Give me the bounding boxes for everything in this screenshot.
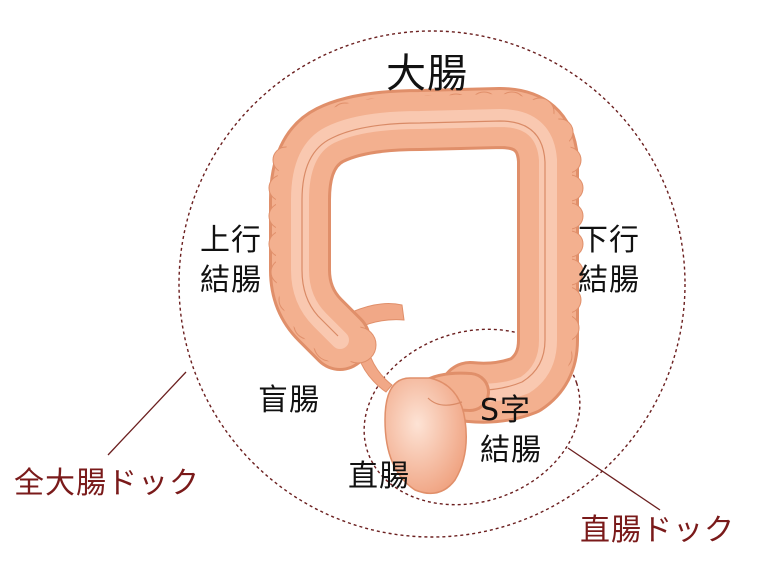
rectal-dock-ellipse bbox=[363, 328, 581, 506]
label-rectum: 直腸 bbox=[348, 459, 410, 494]
diagram-title: 大腸 bbox=[386, 51, 468, 97]
label-descending-colon-line2: 結腸 bbox=[578, 263, 640, 298]
full-colon-leader bbox=[107, 371, 187, 456]
label-cecum: 盲腸 bbox=[258, 383, 320, 418]
full-colon-circle bbox=[178, 30, 686, 538]
colon-illustration bbox=[268, 87, 584, 495]
rectal-dock-leader bbox=[567, 447, 661, 511]
callout-rectal-dock: 直腸ドック bbox=[580, 513, 735, 548]
label-descending-colon-line1: 下行 bbox=[578, 223, 640, 258]
label-ascending-colon-line2: 結腸 bbox=[200, 263, 262, 298]
label-sigmoid-colon-line1: S字 bbox=[480, 393, 532, 428]
label-ascending-colon-line1: 上行 bbox=[200, 223, 262, 258]
label-sigmoid-colon-line2: 結腸 bbox=[480, 433, 542, 468]
callout-full-colon-dock: 全大腸ドック bbox=[14, 466, 200, 501]
